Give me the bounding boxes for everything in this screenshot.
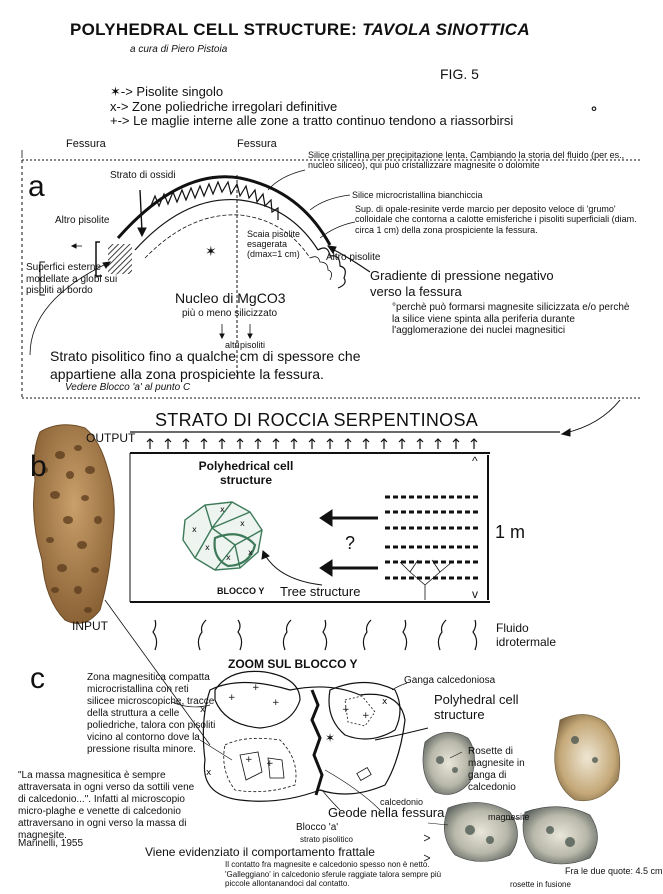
label-silice-cristallina: Silice cristallina per precipitazione le… xyxy=(308,150,625,171)
section-c-letter: c xyxy=(30,662,45,695)
label-question: ? xyxy=(345,533,356,553)
label-fessura-center: Fessura xyxy=(237,138,277,150)
label-altro-pisolite-right: Altro pisolite xyxy=(326,252,381,263)
label-quote-marinelli: "La massa magnesitica è sempre attravers… xyxy=(18,770,195,841)
legend-circle-mark: ° xyxy=(591,104,597,121)
svg-text:x: x xyxy=(240,519,245,528)
label-fessura-left: Fessura xyxy=(66,138,106,150)
section-a-drawing: ✶ xyxy=(21,150,640,399)
label-pisoliti: pisoliti xyxy=(240,340,266,350)
svg-text:✶: ✶ xyxy=(205,244,217,260)
label-magnesite: magnesite xyxy=(488,812,530,822)
svg-text:+: + xyxy=(362,711,370,721)
dimension-bottom-marker: v xyxy=(472,587,478,601)
label-vedere-blocco: Vedere Blocco 'a' al punto C xyxy=(65,382,191,393)
svg-text:+: + xyxy=(272,698,280,708)
label-polyhedral-cell: Polyhedral cell structure xyxy=(434,692,519,722)
label-contatto: Il contatto fra magnesite e calcedonio s… xyxy=(225,860,442,889)
label-zona-magnesitica: Zona magnesitica compatta microcristalli… xyxy=(87,672,216,755)
svg-text:x: x xyxy=(226,553,231,562)
label-input: INPUT xyxy=(72,619,108,633)
rock-specimen-photo xyxy=(33,424,115,624)
legend-item-plus: +-> Le maglie interne alle zone a tratto… xyxy=(110,113,514,128)
label-scaia-pisolite: Scaia pisolite esagerata (dmax=1 cm) xyxy=(247,229,301,259)
synoptic-table-page: ✶ xyxy=(18,20,663,889)
legend-item-star: ✶-> Pisolite singolo xyxy=(110,84,224,99)
svg-text:✶: ✶ xyxy=(325,731,335,745)
label-strato-pisolitico: Strato pisolitico fino a qualche cm di s… xyxy=(50,348,361,382)
label-rosette: Rosette di magnesite in ganga di calcedo… xyxy=(468,746,525,793)
label-ganga: Ganga calcedoniosa xyxy=(404,675,496,686)
section-a-letter: a xyxy=(28,170,45,203)
svg-text:x: x xyxy=(382,697,388,707)
author-credit: a cura di Piero Pistoia xyxy=(130,44,228,55)
label-perche: °perchè può formarsi magnesite silicizza… xyxy=(392,302,630,336)
figure-number: FIG. 5 xyxy=(440,66,479,82)
section-c-drawing: x x + + + + + x + + ✶ xyxy=(171,670,429,811)
label-altri: altri xyxy=(225,340,240,350)
label-nucleo: Nucleo di MgCO3 xyxy=(175,290,286,306)
dimension-top-marker: ^ xyxy=(472,454,478,468)
label-strato-ossidi: Strato di ossidi xyxy=(110,170,176,181)
label-gradiente-pressione: Gradiente di pressione negativo verso la… xyxy=(370,268,554,300)
label-fluido-idrotermale: Fluido idrotermale xyxy=(496,621,557,649)
label-strato-pisolitico-c: strato pisolitico xyxy=(300,835,353,844)
label-output: OUTPUT xyxy=(86,431,136,445)
label-opale: Sup. di opale-resinite verde marcio per … xyxy=(355,204,637,235)
section-b-letter: b xyxy=(30,450,47,483)
label-superfici-esterne: Superfici esterne modellate a globi sui … xyxy=(26,262,118,296)
section-b-drawing: xx xx xx xyxy=(104,399,621,746)
legend-item-x: x-> Zone poliedriche irregolari definiti… xyxy=(110,99,338,114)
svg-text:+: + xyxy=(245,755,253,765)
label-nucleo-sub: più o meno silicizzato xyxy=(182,308,278,319)
svg-text:x: x xyxy=(220,505,225,514)
svg-text:x: x xyxy=(206,768,212,778)
label-altro-pisolite-left: Altro pisolite xyxy=(55,215,110,226)
label-silice-micro: Silice microcristallina bianchiccia xyxy=(352,190,483,200)
label-polyhedrical: Polyhedrical cell structure xyxy=(198,459,294,487)
svg-text:x: x xyxy=(192,525,197,534)
label-evidenziato: Viene evidenziato il comportamento fratt… xyxy=(145,845,375,859)
label-geode: Geode nella fessura xyxy=(328,805,445,820)
svg-text:+: + xyxy=(252,683,260,693)
label-zoom-blocco: ZOOM SUL BLOCCO Y xyxy=(228,657,358,671)
label-tree-structure: Tree structure xyxy=(280,584,361,599)
label-strato-roccia: STRATO DI ROCCIA SERPENTINOSA xyxy=(155,410,479,430)
svg-text:x: x xyxy=(248,548,253,557)
label-calcedonio: calcedonio xyxy=(380,797,424,807)
label-blocco-y: BLOCCO Y xyxy=(217,586,265,596)
label-fra-quote: Fra le due quote: 4.5 cm xyxy=(565,866,663,876)
label-marinelli: Marinelli, 1955 xyxy=(18,838,84,849)
agate-specimen-photos xyxy=(422,714,621,865)
svg-text:+: + xyxy=(266,759,274,769)
page-title: POLYHEDRAL CELL STRUCTURE: TAVOLA SINOTT… xyxy=(70,20,530,39)
svg-text:+: + xyxy=(228,693,236,703)
svg-text:x: x xyxy=(205,543,210,552)
label-one-meter: 1 m xyxy=(495,522,526,542)
svg-text:x: x xyxy=(200,705,206,715)
svg-text:+: + xyxy=(342,705,350,715)
label-blocco-a: Blocco 'a' xyxy=(296,822,339,833)
label-rosette-fusione: rosette in fusione xyxy=(510,880,571,889)
diagram-artwork: ✶ xyxy=(21,150,640,865)
